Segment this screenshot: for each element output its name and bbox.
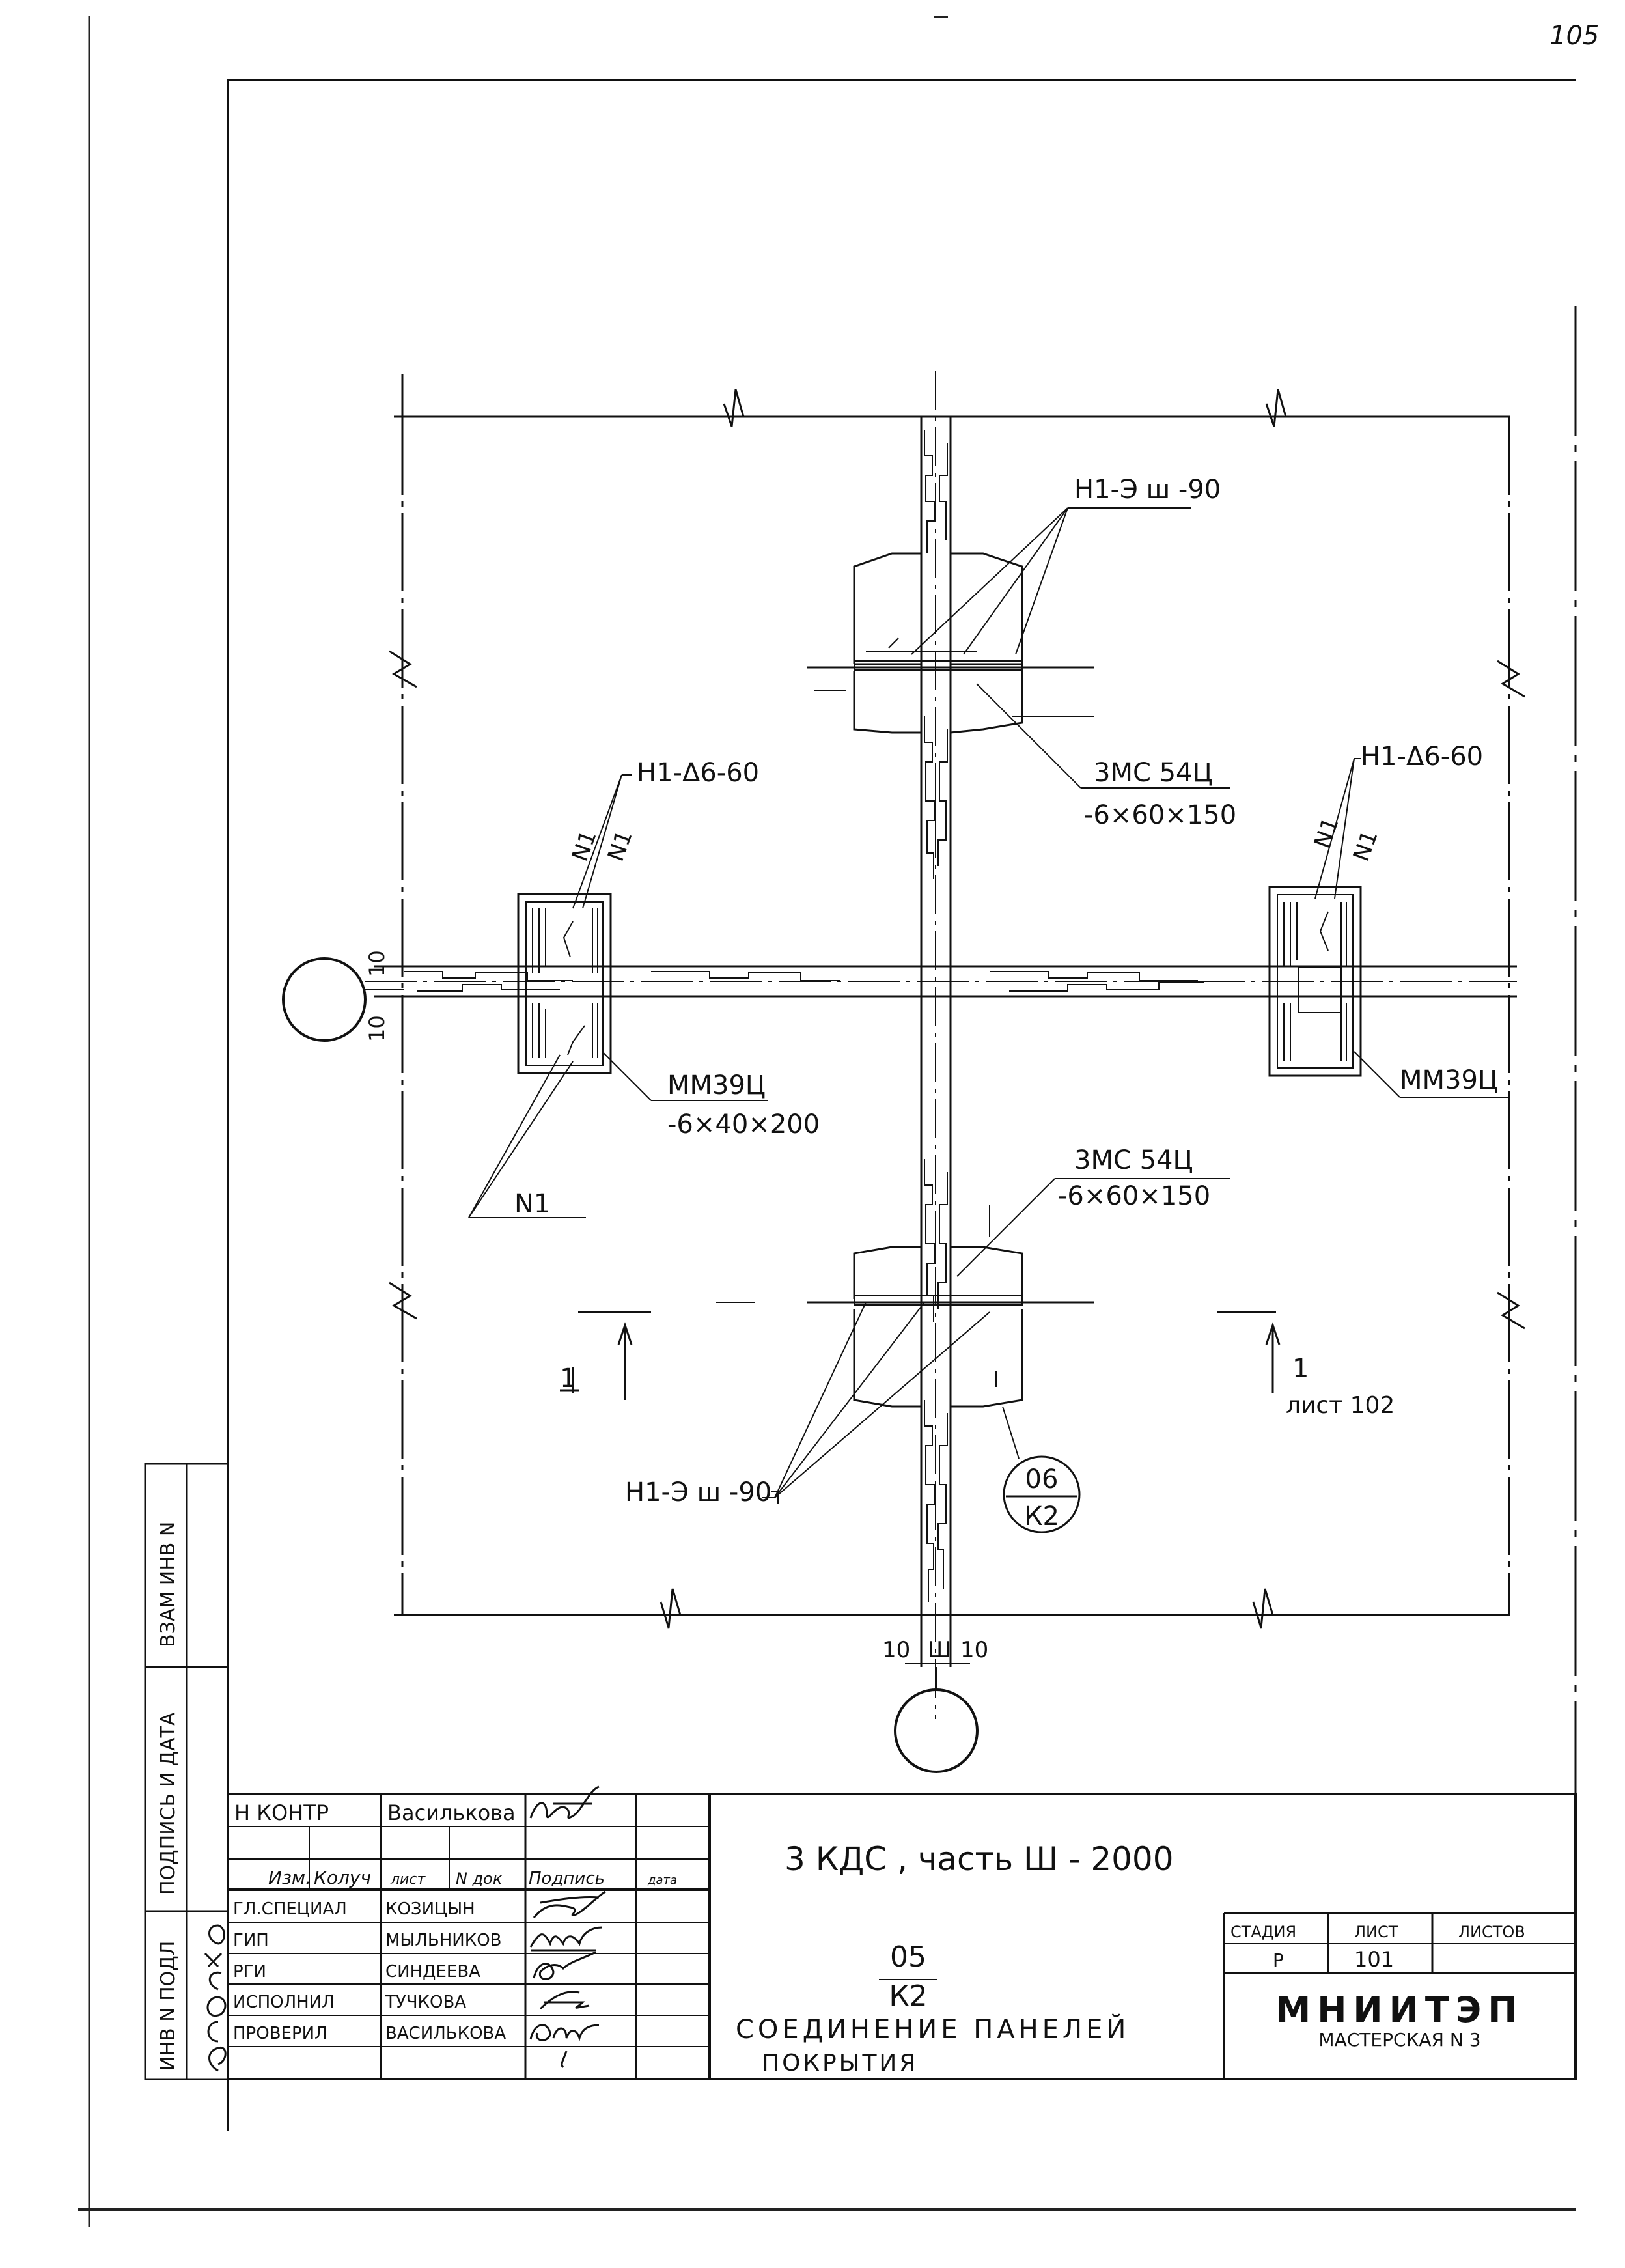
bottom-plate (716, 1205, 1094, 1408)
stage-value: Р (1273, 1950, 1284, 1971)
name-0: КОЗИЦЫН (385, 1899, 475, 1919)
stage-label: СТАДИЯ (1230, 1923, 1296, 1941)
bottom-plate-name: 3МС 54Ц (1074, 1145, 1193, 1175)
drawing-title-line2: ПОКРЫТИЯ (762, 2050, 918, 2077)
node-ref-bottom: К2 (1024, 1502, 1059, 1532)
page-number: 105 (1549, 21, 1599, 51)
node-number: 05 (890, 1940, 926, 1974)
role-0: ГЛ.СПЕЦИАЛ (233, 1899, 347, 1919)
lists-label: ЛИСТОВ (1458, 1923, 1525, 1941)
nkontr-name: Васильковa (387, 1800, 516, 1825)
right-plate-name: ММ39Ц (1400, 1065, 1498, 1095)
left-n1-b: N1 (603, 827, 638, 865)
node-sheet: К2 (889, 1980, 927, 2013)
role-1: ГИП (233, 1931, 269, 1950)
hdr-podpis: Подпись (529, 1869, 605, 1888)
left-weld-label: Н1-Δ6-60 (637, 758, 759, 788)
section-marks (560, 1311, 1281, 1400)
drawing-title-line1: СОЕДИНЕНИЕ ПАНЕЛЕЙ (736, 2013, 1130, 2045)
list-value: 101 (1354, 1947, 1394, 1972)
side-stamp (144, 1463, 229, 2080)
name-3: ТУЧКОВА (385, 1993, 466, 2012)
left-plate (517, 893, 612, 1074)
dim-bottom-10a: 10 (882, 1637, 910, 1663)
hdr-data: дата (647, 1873, 677, 1887)
panel-joint-drawing (282, 371, 1525, 1773)
right-weld-label: Н1-Δ6-60 (1361, 742, 1483, 772)
dim-bottom-mid: Ш (928, 1637, 951, 1663)
signatures (529, 1785, 606, 2069)
horizontal-seam (365, 965, 1517, 998)
top-plate-name: 3МС 54Ц (1094, 758, 1213, 788)
axis-bubbles (282, 957, 979, 1773)
top-plate-size: -6×60×150 (1084, 800, 1236, 830)
hdr-list: лист (390, 1871, 426, 1888)
project-code: 3 КДС , часть Ш - 2000 (785, 1840, 1174, 1878)
name-4: ВАСИЛЬКОВА (385, 2024, 506, 2043)
drawing-frame (227, 79, 1576, 2131)
right-plate (1268, 886, 1362, 1077)
left-n1-bottom: N1 (514, 1189, 550, 1219)
stamp-vzam: ВЗАМ ИНВ N (157, 1522, 180, 1647)
role-4: ПРОВЕРИЛ (233, 2024, 327, 2043)
role-2: РГИ (233, 1962, 266, 1981)
nkontr-label: Н КОНТР (234, 1800, 329, 1825)
role-3: ИСПОЛНИЛ (233, 1993, 335, 2012)
section-right-number: 1 (1292, 1354, 1309, 1384)
inventory-number-handwritten (204, 1924, 227, 2072)
vertical-seam (920, 371, 952, 1719)
stamp-inv: ИНВ N ПОДЛ (157, 1941, 180, 2071)
hdr-koluch: Колуч (314, 1867, 371, 1888)
left-plate-size: -6×40×200 (667, 1110, 820, 1140)
dim-left-10b: 10 (365, 1015, 389, 1042)
title-block-texts: Н КОНТР Васильковa Изм. Колуч лист N док… (233, 1800, 1525, 2077)
left-plate-name: ММ39Ц (667, 1071, 766, 1100)
list-label: ЛИСТ (1354, 1923, 1398, 1941)
right-n1-a: N1 (1309, 814, 1344, 852)
section-left-number: 1 (560, 1364, 576, 1393)
hdr-izm: Изм. (268, 1867, 311, 1888)
title-block (227, 1793, 1577, 2080)
name-2: СИНДЕЕВА (385, 1962, 480, 1981)
node-ref-top: 06 (1025, 1464, 1059, 1494)
organization-name: МНИИТЭП (1276, 1989, 1524, 2030)
leader-lines (468, 507, 1510, 1504)
name-1: МЫЛЬНИКОВ (385, 1931, 502, 1950)
top-plate (807, 552, 1094, 734)
break-marks (389, 389, 1525, 1629)
node-reference-bubble (1003, 1455, 1081, 1533)
hdr-ndok: N док (456, 1869, 503, 1888)
workshop-name: МАСТЕРСКАЯ N 3 (1318, 2029, 1480, 2051)
dim-left-10a: 10 (365, 950, 389, 977)
panel-outline (394, 374, 1510, 1616)
dim-bottom-10b: 10 (960, 1637, 988, 1663)
bottom-weld-label: Н1-Э ш -90 (625, 1477, 771, 1507)
section-sheet-ref: лист 102 (1286, 1392, 1395, 1419)
bottom-plate-size: -6×60×150 (1058, 1181, 1210, 1211)
stamp-podpis: ПОДПИСЬ И ДАТА (157, 1712, 180, 1895)
top-weld-label: Н1-Э ш -90 (1074, 475, 1221, 505)
side-stamp-texts: ВЗАМ ИНВ N ПОДПИСЬ И ДАТА ИНВ N ПОДЛ (157, 1522, 180, 2071)
right-n1-b: N1 (1348, 827, 1383, 865)
